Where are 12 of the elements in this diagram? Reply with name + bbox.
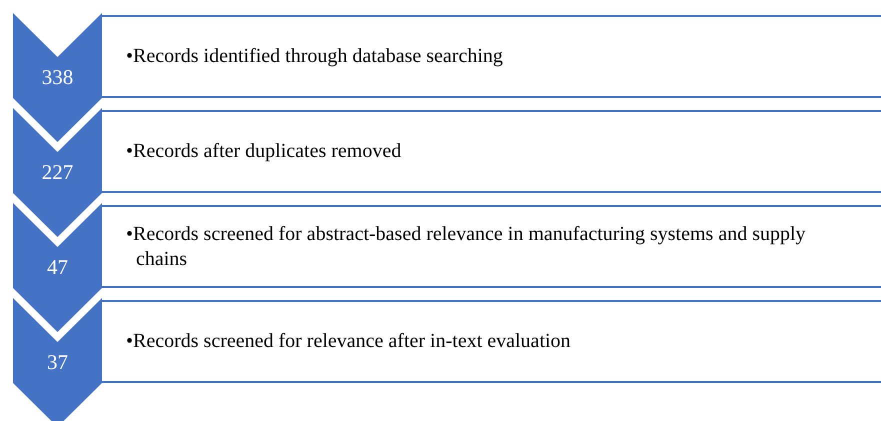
record-count: 338 [40, 65, 74, 89]
stage-description: •Records screened for relevance after in-text evaluation [126, 329, 571, 354]
stage-box [102, 110, 881, 193]
stage-box [102, 300, 881, 383]
record-count: 47 [46, 255, 69, 279]
stage-description: •Records screened for abstract-based relevance in manufacturing systems and supply chains [126, 222, 807, 272]
record-count: 227 [40, 160, 74, 184]
stage-box [102, 205, 881, 288]
record-count: 37 [46, 350, 69, 374]
stage-description: •Records identified through database searching [126, 44, 503, 69]
stage-box [102, 15, 881, 98]
stage-description: •Records after duplicates removed [126, 139, 402, 164]
